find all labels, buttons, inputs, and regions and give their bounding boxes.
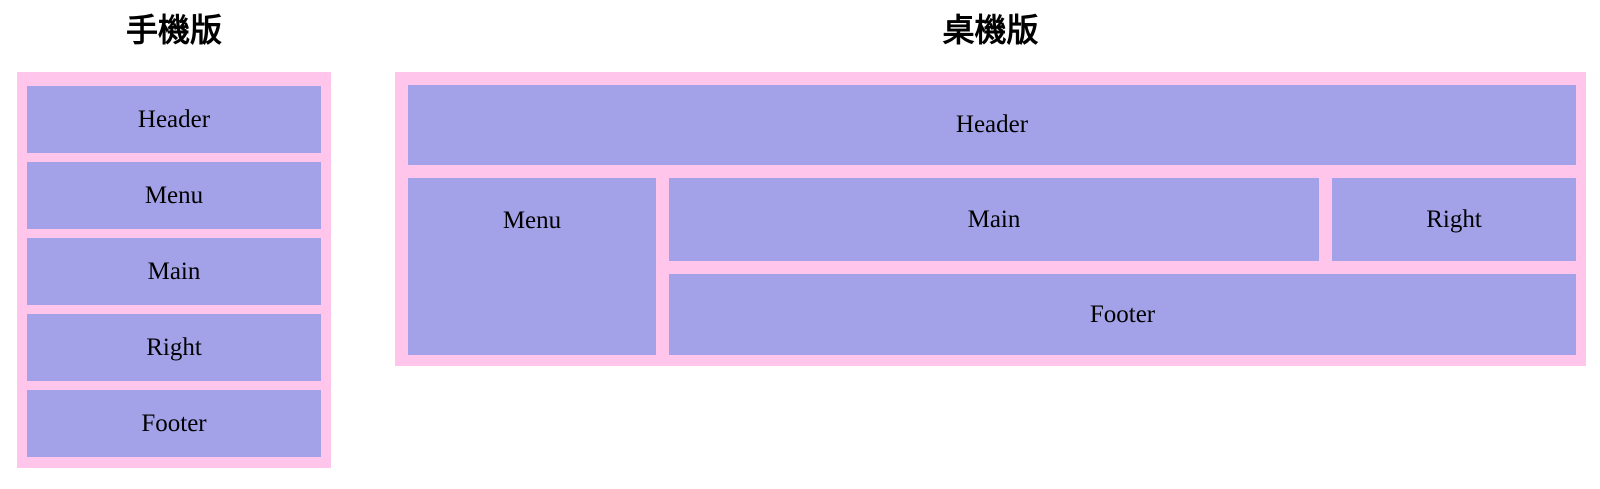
mobile-box-menu: Menu bbox=[27, 162, 321, 229]
mobile-title: 手機版 bbox=[125, 12, 222, 48]
mobile-box-footer: Footer bbox=[27, 390, 321, 457]
rwd-layout-demo: 手機版 Header Menu Main Right Footer 桌機版 He… bbox=[17, 8, 1586, 468]
mobile-layout-container: Header Menu Main Right Footer bbox=[17, 72, 331, 468]
desktop-box-right: Right bbox=[1332, 178, 1576, 261]
mobile-box-main: Main bbox=[27, 238, 321, 305]
desktop-section: 桌機版 Header Menu Main Right Footer bbox=[395, 8, 1586, 366]
mobile-section: 手機版 Header Menu Main Right Footer bbox=[17, 8, 331, 468]
desktop-layout-grid: Header Menu Main Right Footer bbox=[395, 72, 1586, 366]
desktop-title: 桌機版 bbox=[942, 12, 1039, 48]
desktop-box-footer: Footer bbox=[669, 274, 1576, 355]
mobile-box-right: Right bbox=[27, 314, 321, 381]
desktop-box-header: Header bbox=[408, 85, 1576, 165]
mobile-box-header: Header bbox=[27, 86, 321, 153]
desktop-box-menu: Menu bbox=[408, 178, 656, 355]
desktop-box-main: Main bbox=[669, 178, 1319, 261]
